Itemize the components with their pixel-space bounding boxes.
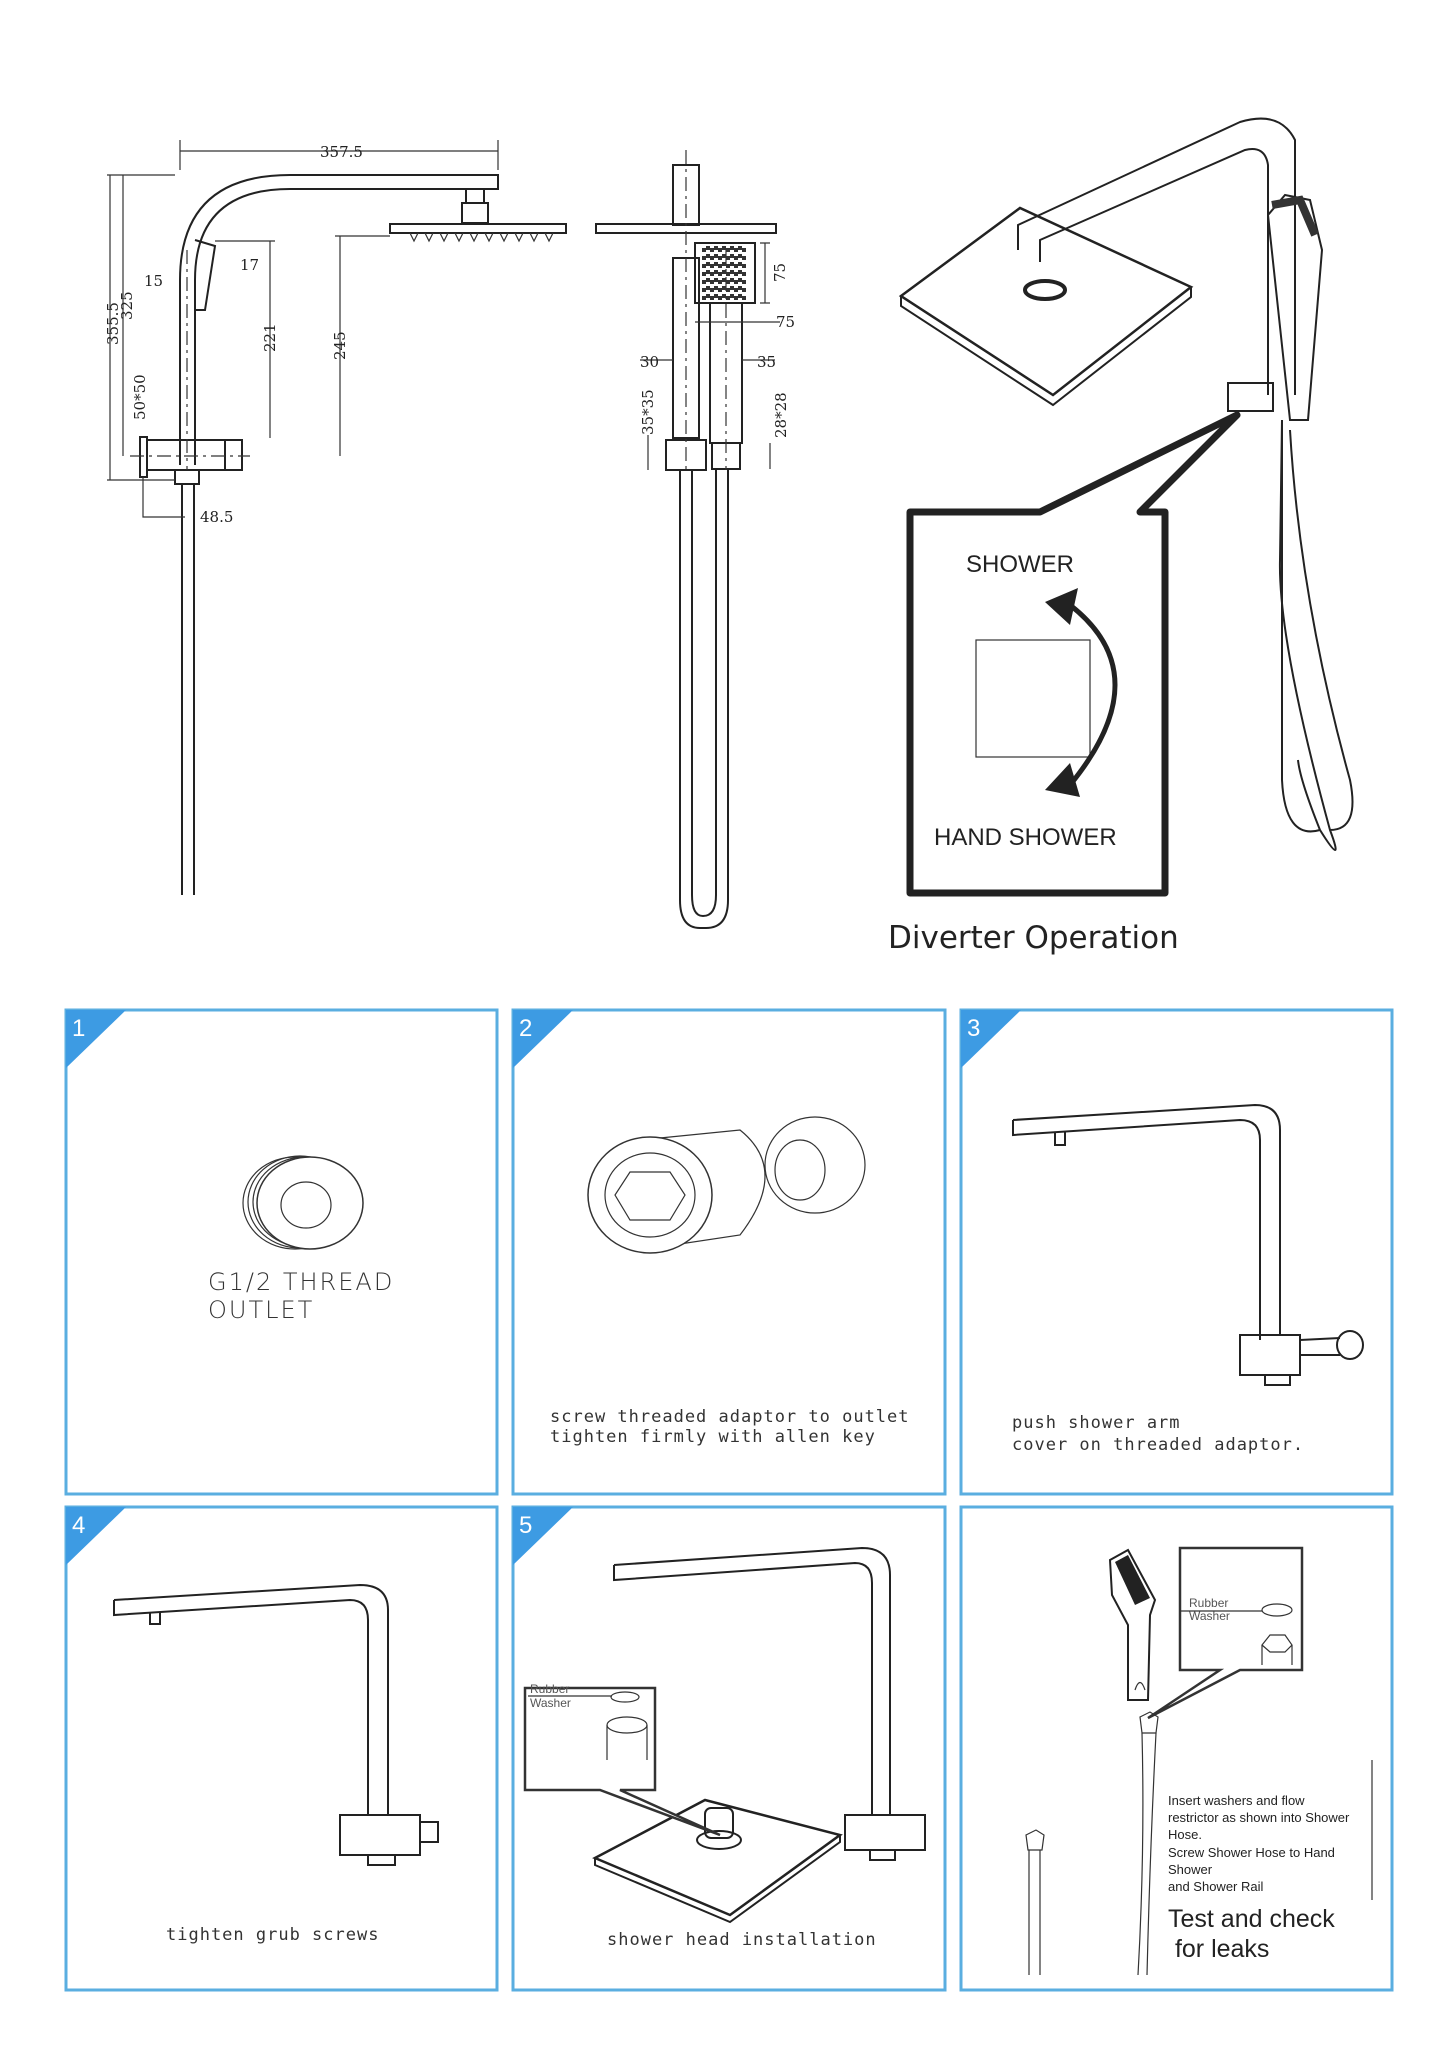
dim-35: 35 — [757, 353, 776, 371]
step-2-text-line-2: tighten firmly with allen key — [550, 1427, 876, 1447]
dim-325: 325 — [118, 291, 136, 320]
step-5-panel: 5 Rubber Washer shower head installation — [511, 1505, 947, 1992]
diverter-callout: SHOWER HAND SHOWER Diverter Operation — [888, 411, 1241, 956]
step-6-note-line-5: Shower — [1168, 1862, 1213, 1877]
dim-355-5: 355.5 — [104, 302, 122, 345]
step-1-text-line-2: OUTLET — [208, 1296, 314, 1324]
dim-30: 30 — [640, 353, 659, 371]
step-3-text-line-1: push shower arm — [1012, 1413, 1181, 1433]
step-number: 2 — [519, 1015, 532, 1042]
step-number: 3 — [967, 1015, 980, 1042]
shower-head-illustration — [523, 1546, 926, 1924]
shower-arm-illustration — [113, 1583, 439, 1866]
dim-221: 221 — [261, 323, 279, 352]
step-6-note-line-4: Screw Shower Hose to Hand — [1168, 1845, 1335, 1860]
dim-75-width: 75 — [776, 313, 795, 331]
hand-shower-hose-illustration — [1025, 1546, 1373, 1976]
dim-75-height: 75 — [771, 263, 789, 282]
shower-3d-illustration — [898, 117, 1354, 851]
rubber-washer-label: Washer — [530, 1696, 571, 1710]
step-number: 1 — [72, 1015, 85, 1042]
step-2-text-line-1: screw threaded adaptor to outlet — [550, 1407, 910, 1427]
step-1-panel: 1 G1/2 THREAD OUTLET — [64, 1008, 499, 1496]
step-2-panel: 2 screw threaded adaptor to outlet tight… — [511, 1008, 947, 1496]
front-view-drawing: 75 75 30 35 35*35 28*28 — [595, 150, 795, 929]
step-6-panel: Rubber Washer Insert washers and flow re… — [959, 1505, 1394, 1992]
diverter-caption: Diverter Operation — [888, 920, 1179, 956]
step-3-text-line-2: cover on threaded adaptor. — [1012, 1435, 1304, 1455]
rubber-washer-label: Rubber — [1189, 1596, 1228, 1610]
dim-245: 245 — [331, 331, 349, 360]
dim-17: 17 — [240, 256, 259, 274]
diverter-hand-shower-label: HAND SHOWER — [934, 824, 1117, 851]
dim-15: 15 — [144, 272, 163, 290]
step-6-note-line-6: and Shower Rail — [1168, 1879, 1263, 1894]
threaded-adaptor-illustration — [587, 1116, 866, 1254]
side-view-drawing: 357.5 355.5 325 15 17 221 245 50*50 48.5 — [104, 140, 567, 895]
dim-48-5: 48.5 — [200, 508, 233, 526]
step-number: 4 — [72, 1512, 85, 1539]
diverter-knob[interactable] — [975, 639, 1091, 758]
step-5-text-line-1: shower head installation — [607, 1930, 877, 1950]
step-6-emphasis-line-2: for leaks — [1168, 1935, 1269, 1963]
step-3-panel: 3 push shower arm cover on threaded adap… — [959, 1008, 1394, 1496]
step-1-text-line-1: G1/2 THREAD — [208, 1268, 394, 1296]
rubber-washer-label: Rubber — [530, 1682, 569, 1696]
step-4-panel: 4 tighten grub screws — [64, 1505, 499, 1992]
step-6-note-line-3: Hose. — [1168, 1827, 1202, 1842]
hand-shower-grid — [702, 246, 748, 300]
step-6-note-line-2: restrictor as shown into Shower — [1168, 1810, 1350, 1825]
thread-outlet-illustration — [242, 1155, 364, 1250]
dim-50x50: 50*50 — [131, 374, 149, 420]
diverter-shower-label: SHOWER — [966, 551, 1074, 578]
step-4-text-line-1: tighten grub screws — [166, 1925, 379, 1945]
step-6-note-line-1: Insert washers and flow — [1168, 1793, 1305, 1808]
dim-35x35: 35*35 — [639, 389, 657, 435]
shower-arm-illustration — [1012, 1103, 1364, 1386]
step-6-emphasis-line-1: Test and check — [1168, 1905, 1335, 1933]
dim-28x28: 28*28 — [772, 392, 790, 438]
rubber-washer-label: Washer — [1189, 1609, 1230, 1623]
step-number: 5 — [519, 1512, 532, 1539]
dim-357-5: 357.5 — [320, 143, 363, 161]
